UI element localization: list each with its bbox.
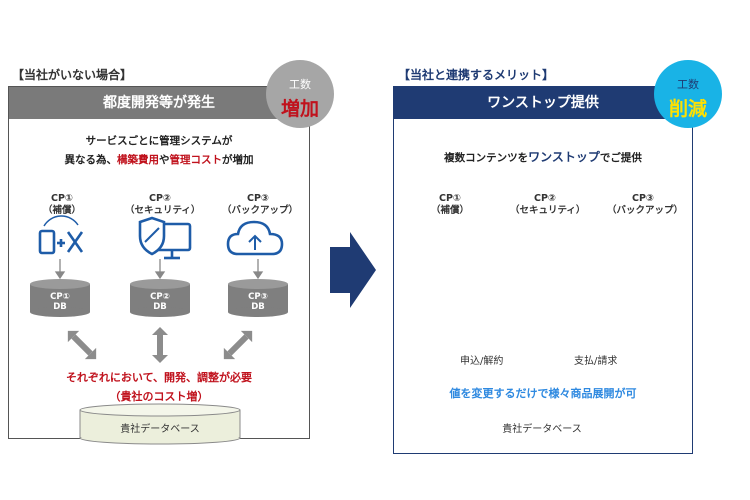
right-description: 複数コンテンツをワンストップでご提供 <box>444 150 642 164</box>
right-panel <box>393 86 693 454</box>
right-db-label: 貴社データベース <box>502 424 582 435</box>
left-client-db <box>79 403 241 445</box>
left-cp3-label: CP③（バックアップ） <box>222 193 299 216</box>
right-banner: ワンストップ提供 <box>394 87 692 119</box>
shield-monitor-icon <box>138 216 192 260</box>
cp3-db-cylinder <box>228 279 288 317</box>
cp2-db-cylinder <box>130 279 190 317</box>
left-double-arrows <box>67 327 253 363</box>
right-cp1-label: CP①（補償） <box>430 193 469 216</box>
left-caption: 【当社がいない場合】 <box>12 68 133 82</box>
oem-system-label: 弊社システム（OEM-LS) <box>476 312 606 325</box>
left-cp2-label: CP②（セキュリティ） <box>125 193 201 216</box>
cp1-db-cylinder <box>30 279 90 317</box>
left-badge-small: 工数 <box>289 78 311 91</box>
phone-tools-icon <box>38 215 84 255</box>
left-db-label: 貴社データベース <box>120 424 200 435</box>
right-note-left: 申込/解約 <box>460 356 504 367</box>
left-badge-big: 増加 <box>280 98 319 120</box>
left-banner: 都度開発等が発生 <box>9 87 309 119</box>
left-desc-line2: 異なる為、構築費用や管理コストが増加 <box>64 154 254 166</box>
cloud-upload-icon <box>226 220 284 256</box>
right-badge: 工数 削減 <box>654 60 722 128</box>
center-arrow <box>330 232 376 308</box>
right-cp3-label: CP③（バックアップ） <box>607 193 684 216</box>
left-desc-line1: サービスごとに管理システムが <box>85 135 233 147</box>
right-cp2-label: CP②（セキュリティ） <box>510 193 586 216</box>
left-db-cylinders <box>30 279 288 317</box>
right-badge-big: 削減 <box>668 98 707 120</box>
right-note-right: 支払/請求 <box>574 356 618 367</box>
right-caption: 【当社と連携するメリット】 <box>398 68 555 82</box>
right-blue-line: 値を変更するだけで様々商品展開が可 <box>449 387 637 400</box>
left-red-line2: （貴社のコスト増） <box>109 390 209 403</box>
left-panel <box>8 86 310 439</box>
right-badge-small: 工数 <box>677 78 699 91</box>
double-arrow-right <box>223 330 253 360</box>
double-arrow-center <box>152 327 168 363</box>
left-red-line1: それぞれにおいて、開発、調整が必要 <box>65 371 253 384</box>
left-badge: 工数 増加 <box>266 60 334 128</box>
left-description: サービスごとに管理システムが 異なる為、構築費用や管理コストが増加 <box>9 132 309 170</box>
left-cp1-label: CP①（補償） <box>42 193 81 216</box>
double-arrow-left <box>67 330 97 360</box>
